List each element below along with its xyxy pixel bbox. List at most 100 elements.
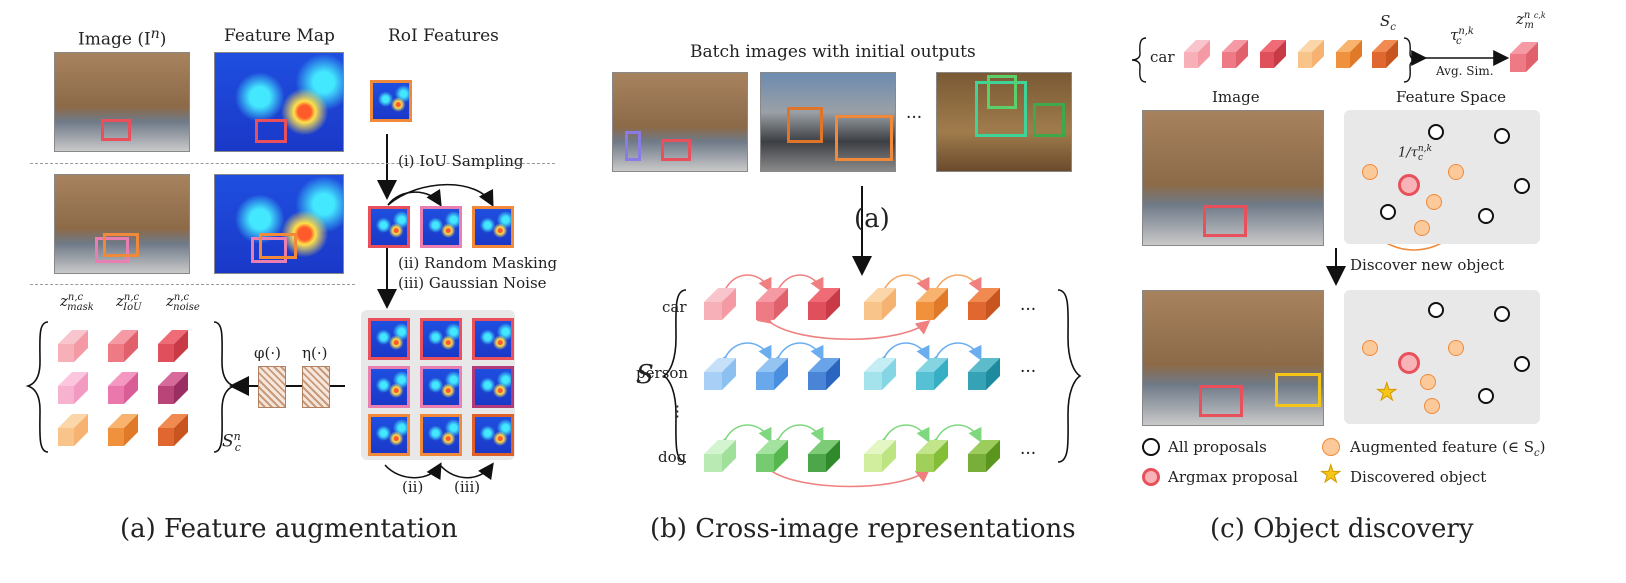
aug-point: [1448, 340, 1464, 356]
set-label-a: Snc: [222, 430, 241, 455]
aug-3-1: [368, 414, 410, 456]
legend-argmax: Argmax proposal: [1168, 468, 1298, 486]
feature-cuboids-c: [1184, 40, 1398, 68]
col-feature-map-title: Feature Map: [224, 26, 335, 46]
batch-title: Batch images with initial outputs: [690, 42, 976, 62]
col-image-title: Image (In): [78, 26, 167, 50]
col-roi-title: RoI Features: [388, 26, 499, 46]
aug-point: [1362, 340, 1378, 356]
proposal-point: [1514, 356, 1530, 372]
class-dog: dog: [658, 448, 687, 466]
star-icon: ★: [1376, 378, 1398, 406]
set-label-b: S: [636, 360, 654, 390]
caption-a: (a) Feature augmentation: [120, 514, 458, 544]
label-ii: (ii): [402, 478, 424, 496]
arrow-label-a: (a): [854, 204, 890, 234]
image-building-2: [54, 174, 190, 274]
roi-iou-1: [368, 206, 410, 248]
legend-augmented-icon: [1322, 438, 1340, 456]
class-person: person: [636, 364, 689, 382]
proposal-point: [1494, 128, 1510, 144]
proposal-point: [1380, 204, 1396, 220]
aug-2-2: [420, 366, 462, 408]
aug-3-3: [472, 414, 514, 456]
divider-1: [30, 163, 555, 164]
row-ellipsis-car: ···: [1020, 300, 1037, 320]
tau-label: τn,kc: [1450, 26, 1474, 47]
batch-image-dogs: [936, 72, 1072, 172]
proposal-point: [1428, 302, 1444, 318]
cuboid-row-2: [58, 372, 188, 404]
legend-proposal-icon: [1142, 438, 1160, 456]
aug-1-2: [420, 318, 462, 360]
aug-2-3: [472, 366, 514, 408]
aug-point: [1414, 220, 1430, 236]
class-car: car: [662, 298, 687, 316]
feature-map-2: [214, 174, 344, 274]
eta-label: η(·): [302, 344, 328, 362]
c-image-1: [1142, 110, 1324, 246]
legend-star-icon: ★: [1320, 460, 1342, 488]
aug-1-3: [472, 318, 514, 360]
cuboid-zm: [1510, 42, 1538, 72]
z-mask-label: zn,cmask: [60, 292, 94, 313]
label-iii: (iii): [454, 478, 481, 496]
aug-point: [1448, 164, 1464, 180]
roi-feature: [370, 80, 412, 122]
step-gaussian-noise: (iii) Gaussian Noise: [398, 274, 547, 292]
batch-ellipsis: ···: [906, 108, 923, 128]
radius-label: 1/τn,kc: [1398, 144, 1432, 163]
c-col-feature: Feature Space: [1396, 88, 1507, 106]
divider-2: [30, 284, 355, 285]
aug-3-2: [420, 414, 462, 456]
cuboid-row-3: [58, 414, 188, 446]
legend-argmax-icon: [1142, 468, 1160, 486]
argmax-point-2: [1398, 352, 1420, 374]
proposal-point: [1514, 178, 1530, 194]
proposal-point: [1494, 306, 1510, 322]
argmax-point-1: [1398, 174, 1420, 196]
proposal-point: [1428, 124, 1444, 140]
step-iou-sampling: (i) IoU Sampling: [398, 152, 524, 170]
row-ellipsis-person: ···: [1020, 362, 1037, 382]
aug-point: [1420, 374, 1436, 390]
c-image-2: [1142, 290, 1324, 426]
roi-iou-2: [420, 206, 462, 248]
proposal-point: [1478, 208, 1494, 224]
proposal-point: [1478, 388, 1494, 404]
avg-sim-label: Avg. Sim.: [1436, 64, 1494, 78]
feature-cuboids-b: [704, 288, 1000, 472]
row-ellipsis-dog: ···: [1020, 444, 1037, 464]
legend-discovered: Discovered object: [1350, 468, 1487, 486]
step-random-masking: (ii) Random Masking: [398, 254, 558, 272]
legend-augmented: Augmented feature (∈ Sc): [1350, 438, 1546, 459]
image-building-1: [54, 52, 190, 152]
c-col-image: Image: [1212, 88, 1260, 106]
aug-point: [1362, 164, 1378, 180]
dog-arcs: [713, 424, 982, 488]
person-arcs: [713, 342, 982, 372]
class-vdots: ⋮: [670, 402, 685, 420]
caption-c: (c) Object discovery: [1210, 514, 1474, 544]
c-car-label: car: [1150, 48, 1175, 66]
car-row: [704, 288, 1000, 320]
phi-label: φ(·): [254, 344, 281, 362]
c-set-label: Sc: [1380, 12, 1396, 33]
discover-label: Discover new object: [1350, 256, 1504, 274]
z-m-label: znmc,k: [1516, 10, 1546, 31]
batch-image-building: [612, 72, 748, 172]
person-row: [704, 358, 1000, 390]
car-arcs: [713, 274, 982, 341]
feature-map-1: [214, 52, 344, 152]
cuboid-row-1: [58, 330, 188, 362]
legend-all-proposals: All proposals: [1168, 438, 1267, 456]
batch-image-street: [760, 72, 896, 172]
z-iou-label: zn,cIoU: [116, 292, 142, 313]
feature-cuboids-a: [58, 330, 188, 446]
phi-block: [258, 366, 286, 408]
aug-point: [1426, 194, 1442, 210]
aug-point: [1424, 398, 1440, 414]
aug-1-1: [368, 318, 410, 360]
roi-iou-3: [472, 206, 514, 248]
caption-b: (b) Cross-image representations: [650, 514, 1076, 544]
